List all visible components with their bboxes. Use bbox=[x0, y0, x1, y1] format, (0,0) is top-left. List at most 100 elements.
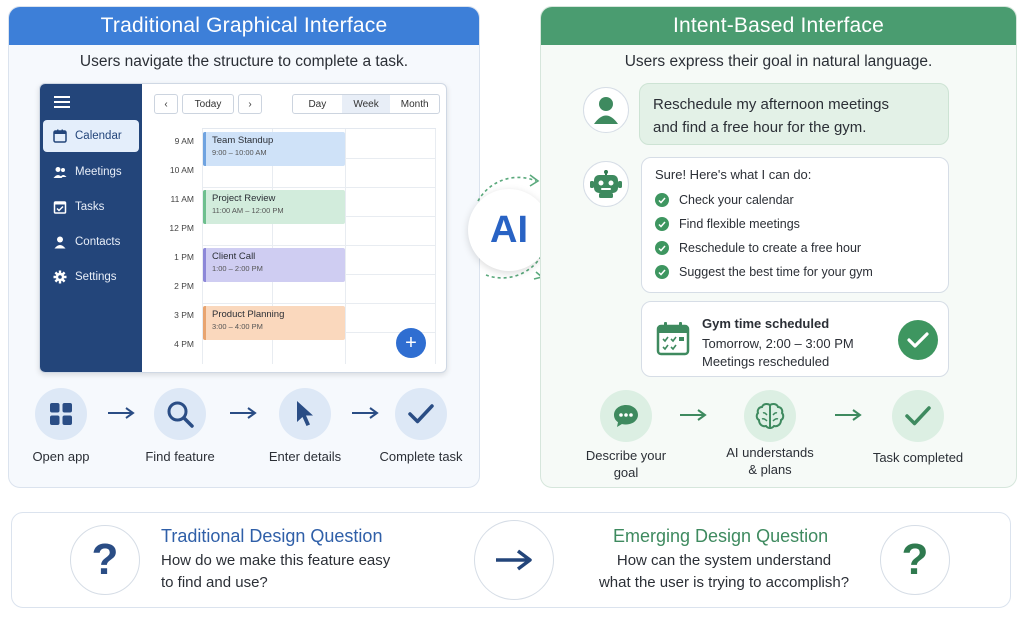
success-check-icon bbox=[898, 320, 938, 360]
time-label: 2 PM bbox=[174, 281, 194, 291]
time-label: 12 PM bbox=[169, 223, 194, 233]
result-time: Tomorrow, 2:00 – 3:00 PM bbox=[702, 336, 854, 351]
question-line: How can the system understand bbox=[616, 552, 832, 569]
transition-arrow bbox=[474, 520, 554, 600]
action-label: Suggest the best time for your gym bbox=[679, 265, 873, 279]
menu-icon[interactable] bbox=[54, 96, 70, 108]
people-icon bbox=[53, 167, 67, 178]
result-title: Gym time scheduled bbox=[702, 316, 830, 331]
arrow-right-icon bbox=[108, 407, 135, 419]
design-question-bar: ? Traditional Design Question How do we … bbox=[11, 512, 1011, 608]
prev-button[interactable]: ‹ bbox=[154, 94, 178, 114]
event-title: Project Review bbox=[212, 193, 276, 204]
step-label: Open app bbox=[32, 449, 90, 464]
traditional-question-title: Traditional Design Question bbox=[161, 526, 383, 546]
event-time: 3:00 – 4:00 PM bbox=[212, 322, 263, 331]
event-client-call[interactable]: Client Call 1:00 – 2:00 PM bbox=[203, 248, 345, 282]
step-task-completed bbox=[892, 390, 944, 442]
check-icon bbox=[905, 406, 931, 426]
intent-interface-panel: Intent-Based Interface Users express the… bbox=[540, 6, 1017, 488]
question-icon: ? bbox=[880, 525, 950, 595]
check-circle-icon bbox=[655, 193, 669, 207]
event-time: 9:00 – 10:00 AM bbox=[212, 148, 267, 157]
step-describe-goal bbox=[600, 390, 652, 442]
gear-icon bbox=[53, 270, 67, 284]
action-label: Check your calendar bbox=[679, 193, 794, 207]
check-circle-icon bbox=[655, 265, 669, 279]
sidebar-item-label: Tasks bbox=[75, 201, 105, 213]
step-label-line: Describe your bbox=[585, 448, 667, 463]
event-title: Team Standup bbox=[212, 135, 274, 146]
view-switcher: Day Week Month bbox=[292, 94, 440, 114]
add-event-button[interactable]: + bbox=[396, 328, 426, 358]
time-label: 4 PM bbox=[174, 339, 194, 349]
step-label-line: goal bbox=[613, 465, 639, 480]
search-icon bbox=[167, 401, 194, 428]
event-time: 1:00 – 2:00 PM bbox=[212, 264, 263, 273]
step-label-line: Task completed bbox=[872, 450, 964, 465]
user-avatar bbox=[583, 87, 629, 133]
sidebar-item-meetings[interactable]: Meetings bbox=[43, 156, 139, 188]
time-label: 9 AM bbox=[174, 136, 194, 146]
bot-message: Sure! Here's what I can do: Check your c… bbox=[641, 157, 949, 293]
question-line: to find and use? bbox=[161, 574, 268, 591]
panel-title: Traditional Graphical Interface bbox=[9, 7, 479, 45]
event-product-planning[interactable]: Product Planning 3:00 – 4:00 PM bbox=[203, 306, 345, 340]
arrow-right-icon bbox=[230, 407, 257, 419]
step-find-feature bbox=[154, 388, 206, 440]
event-team-standup[interactable]: Team Standup 9:00 – 10:00 AM bbox=[203, 132, 345, 166]
event-title: Product Planning bbox=[212, 309, 285, 320]
user-icon bbox=[594, 97, 618, 124]
calendar-check-icon bbox=[656, 322, 690, 356]
brain-icon bbox=[755, 402, 785, 430]
panel-title: Intent-Based Interface bbox=[541, 7, 1016, 45]
person-icon bbox=[54, 236, 66, 249]
event-time: 11:00 AM – 12:00 PM bbox=[212, 206, 284, 215]
step-label: Complete task bbox=[379, 449, 463, 464]
step-label: Describe your goal bbox=[571, 447, 681, 481]
action-item: Check your calendar bbox=[655, 188, 935, 212]
user-message-line: and find a free hour for the gym. bbox=[653, 119, 867, 136]
user-message-line: Reschedule my afternoon meetings bbox=[653, 96, 889, 113]
time-label: 3 PM bbox=[174, 310, 194, 320]
sidebar-item-settings[interactable]: Settings bbox=[43, 261, 139, 293]
view-day-button[interactable]: Day bbox=[308, 98, 327, 110]
question-icon: ? bbox=[70, 525, 140, 595]
view-week-button[interactable]: Week bbox=[341, 95, 391, 113]
ai-label: AI bbox=[468, 189, 550, 271]
step-enter-details bbox=[279, 388, 331, 440]
check-circle-icon bbox=[655, 241, 669, 255]
chat-bubble-icon bbox=[614, 405, 638, 427]
action-item: Suggest the best time for your gym bbox=[655, 260, 935, 284]
next-button[interactable]: › bbox=[238, 94, 262, 114]
step-label: Enter details bbox=[268, 449, 342, 464]
view-month-button[interactable]: Month bbox=[400, 98, 429, 110]
sidebar-item-contacts[interactable]: Contacts bbox=[43, 226, 139, 258]
result-card: Gym time scheduled Tomorrow, 2:00 – 3:00… bbox=[641, 301, 949, 377]
emerging-question-title: Emerging Design Question bbox=[613, 526, 829, 546]
action-label: Reschedule to create a free hour bbox=[679, 241, 862, 255]
check-circle-icon bbox=[655, 217, 669, 231]
today-button[interactable]: Today bbox=[182, 94, 234, 114]
check-icon bbox=[408, 404, 434, 424]
event-project-review[interactable]: Project Review 11:00 AM – 12:00 PM bbox=[203, 190, 345, 224]
bot-intro: Sure! Here's what I can do: bbox=[655, 167, 812, 182]
step-label-line: AI understands bbox=[726, 445, 814, 460]
arrow-right-icon bbox=[352, 407, 379, 419]
grid-icon bbox=[50, 403, 72, 425]
time-label: 10 AM bbox=[169, 165, 194, 175]
bot-avatar bbox=[583, 161, 629, 207]
sidebar-item-tasks[interactable]: Tasks bbox=[43, 191, 139, 223]
event-title: Client Call bbox=[212, 251, 256, 262]
step-label: Task completed bbox=[863, 449, 973, 466]
traditional-question-text: How do we make this feature easy to find… bbox=[161, 550, 390, 594]
arrow-right-icon bbox=[680, 409, 707, 421]
user-message: Reschedule my afternoon meetings and fin… bbox=[639, 83, 949, 145]
sidebar: Calendar Meetings Tasks Contacts Setting… bbox=[40, 84, 142, 372]
sidebar-item-label: Meetings bbox=[75, 166, 122, 178]
robot-icon bbox=[590, 170, 622, 198]
sidebar-item-calendar[interactable]: Calendar bbox=[43, 120, 139, 152]
step-label-line: & plans bbox=[748, 462, 792, 477]
step-ai-understands bbox=[744, 390, 796, 442]
cursor-icon bbox=[297, 401, 313, 426]
